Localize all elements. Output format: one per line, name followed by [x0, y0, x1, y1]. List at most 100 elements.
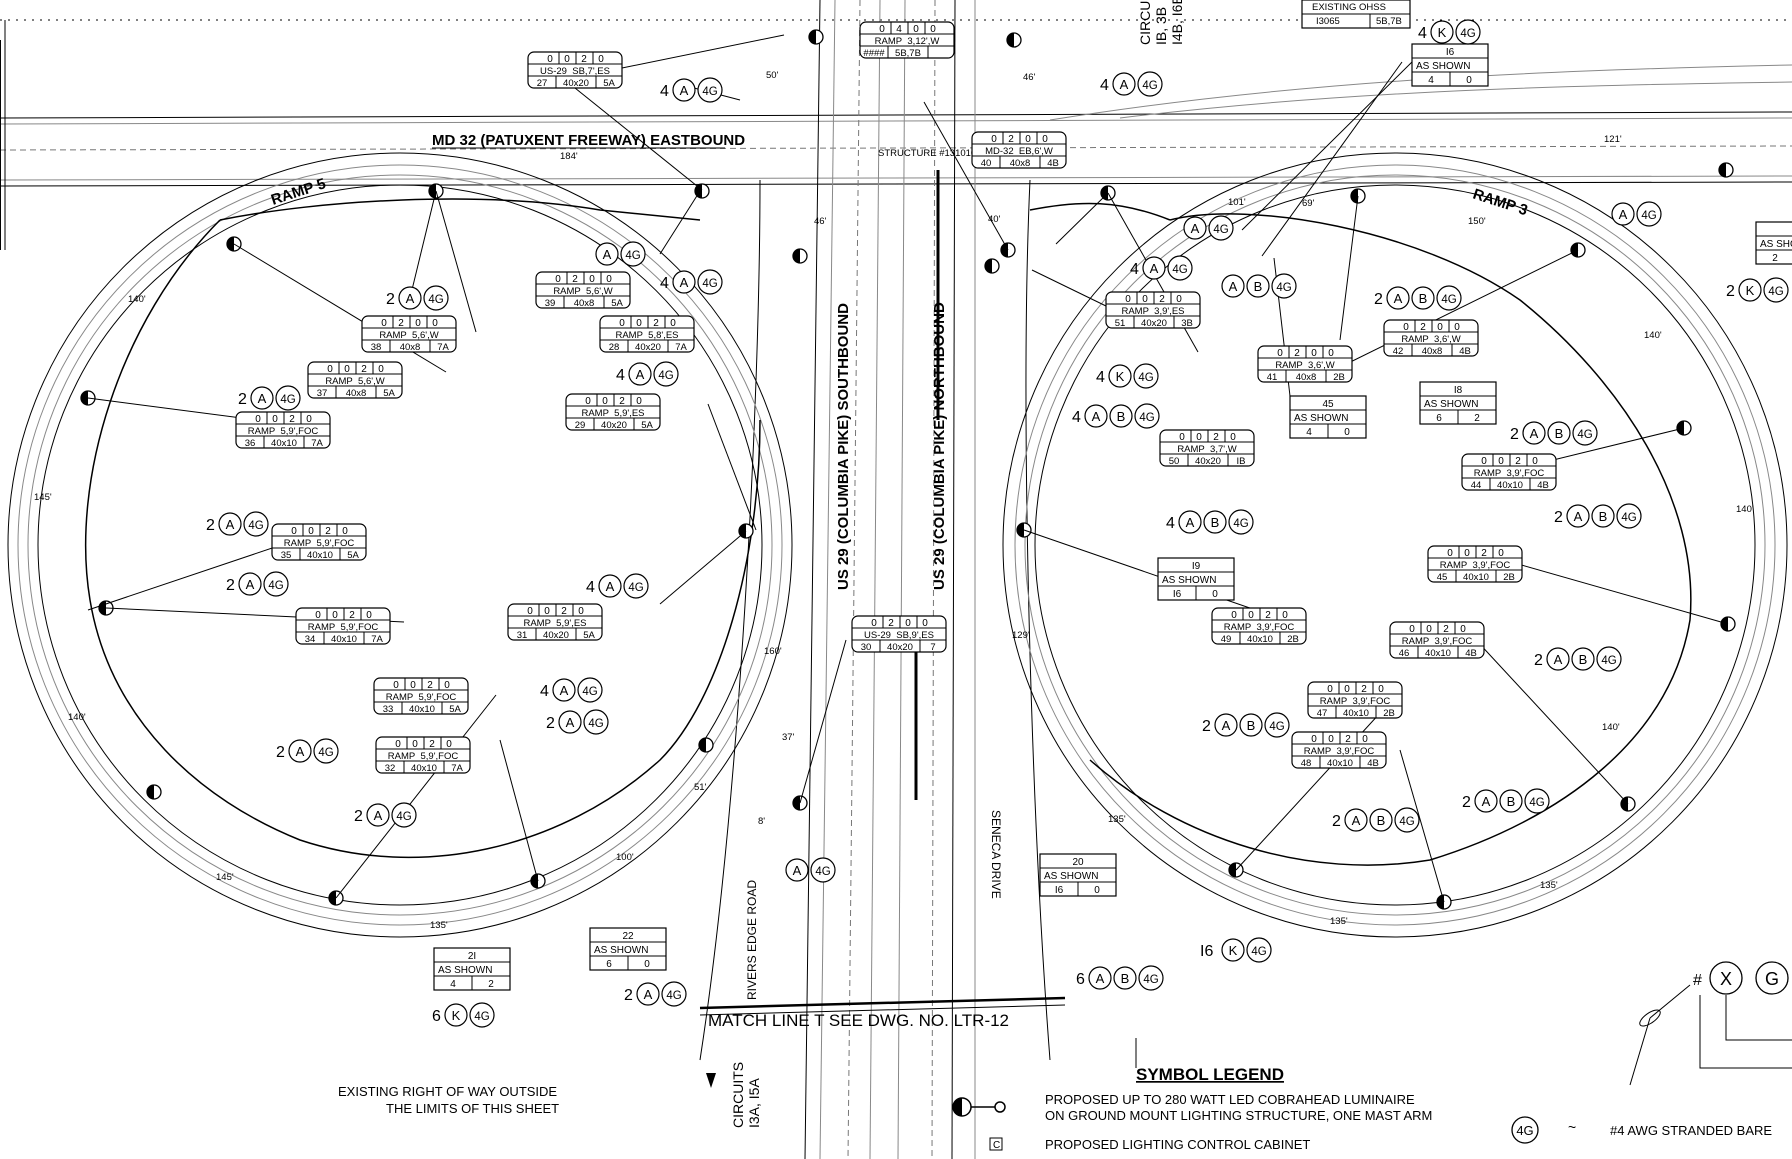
fixture-circuit: 7 [930, 642, 935, 653]
fixture-number: 34 [305, 634, 316, 645]
fixture-size: 40x10 [1343, 708, 1369, 719]
as-shown-a: 6 [606, 959, 612, 970]
fixture-digit: 0 [1328, 734, 1334, 745]
fixture-digit: 0 [432, 318, 438, 329]
fixture-digit: 2 [1159, 294, 1165, 305]
fixture-name: RAMP_3,9',FOC [1304, 746, 1375, 757]
fixture-digit: 0 [922, 618, 928, 629]
fixture-number: 38 [371, 342, 382, 353]
as-shown-b: 0 [1094, 885, 1100, 896]
dimension-label: 46' [1023, 72, 1036, 83]
fixture-digit: 2 [653, 318, 659, 329]
dimension-label: 184' [560, 151, 578, 162]
fixture-name: RAMP_5,6',W [379, 330, 438, 341]
fixture-digit: 0 [315, 610, 321, 621]
as-shown-a: 4 [1306, 427, 1312, 438]
luminaire-pole [792, 248, 808, 264]
cable-count: 2 [1510, 426, 1519, 443]
fixture-digit: 0 [272, 414, 278, 425]
fixture-digit: 2 [325, 526, 331, 537]
fixture-digit: 0 [527, 606, 533, 617]
fixture-digit: 0 [1231, 610, 1237, 621]
fixture-digit: 2 [349, 610, 355, 621]
fixture-digit: 2 [429, 739, 435, 750]
structure-label: STRUCTURE #1310103 [878, 148, 982, 159]
symbol-legend: SYMBOL LEGEND PROPOSED UP TO 280 WATT LE… [952, 961, 1792, 1152]
cable-wire: 4G [1138, 372, 1153, 384]
fixture-digit: 0 [415, 318, 421, 329]
as-shown-number: I6 [1446, 47, 1455, 58]
road-rivers-edge: RIVERS EDGE ROAD [745, 880, 759, 1000]
cable-wire: 4G [815, 866, 830, 878]
fixture-size: 40x20 [563, 78, 589, 89]
legend-luminaire-1: PROPOSED UP TO 280 WATT LED COBRAHEAD LU… [1045, 1092, 1415, 1107]
fixture-digit: 0 [1447, 548, 1453, 559]
cable-letter: B [1555, 426, 1564, 441]
fixture-number: 42 [1393, 346, 1404, 357]
cable-wire: 4G [582, 686, 597, 698]
luminaire-pole [1006, 32, 1022, 48]
fixture-name: RAMP_3,6',W [1401, 334, 1460, 345]
cable-letter: A [1229, 279, 1238, 294]
fixture-number: 30 [861, 642, 872, 653]
luminaire-pole [146, 784, 162, 800]
cable-wire: 4G [702, 86, 717, 98]
fixture-digit: 0 [410, 680, 416, 691]
cable-count: 2 [386, 291, 395, 308]
fixture-digit: 0 [366, 610, 372, 621]
cable-wire: 4G [1276, 282, 1291, 294]
as-shown-number: 20 [1072, 857, 1084, 868]
cable-wire: 4G [318, 747, 333, 759]
cable-count: 4 [540, 683, 549, 700]
cable-letter: A [1574, 509, 1583, 524]
fixture-name: MD-32_EB,6',W [985, 146, 1053, 157]
fixture-name: RAMP_3,7',W [1177, 444, 1236, 455]
cable-letter: A [1619, 207, 1628, 222]
fixture-digit: 0 [1282, 610, 1288, 621]
fixture-digit: 2 [1265, 610, 1271, 621]
cable-wire: 4G [628, 582, 643, 594]
fixture-name: RAMP_3,12',W [875, 36, 940, 47]
fixture-digit: 0 [1328, 348, 1334, 359]
fixture-size: 40x8 [1422, 346, 1443, 357]
fixture-name: RAMP_5,9',FOC [248, 426, 319, 437]
cable-count: 2 [624, 987, 633, 1004]
cable-count: 2 [238, 391, 247, 408]
cable-wire: 4G [1399, 816, 1414, 828]
md32-roadway [0, 19, 1792, 187]
cable-wire: 4G [248, 520, 263, 532]
fixture-digit: 0 [446, 739, 452, 750]
fixture-digit: 0 [291, 526, 297, 537]
legend-cabinet: PROPOSED LIGHTING CONTROL CABINET [1045, 1137, 1310, 1152]
cable-letter: K [1438, 25, 1447, 40]
cable-wire: 4G [658, 370, 673, 382]
cable-letter: A [603, 247, 612, 262]
fixture-name: RAMP_3,9',FOC [1320, 696, 1391, 707]
as-shown-label: AS SHOWN [1416, 61, 1470, 72]
fixture-digit: 0 [1378, 684, 1384, 695]
fixture-size: 40x8 [346, 388, 367, 399]
dimension-label: 140' [1736, 504, 1754, 515]
svg-text:CIRCUITS: CIRCUITS [730, 1062, 746, 1128]
fixture-size: 40x10 [307, 550, 333, 561]
cable-wire: 4G [1441, 294, 1456, 306]
cable-wire: 4G [1251, 946, 1266, 958]
